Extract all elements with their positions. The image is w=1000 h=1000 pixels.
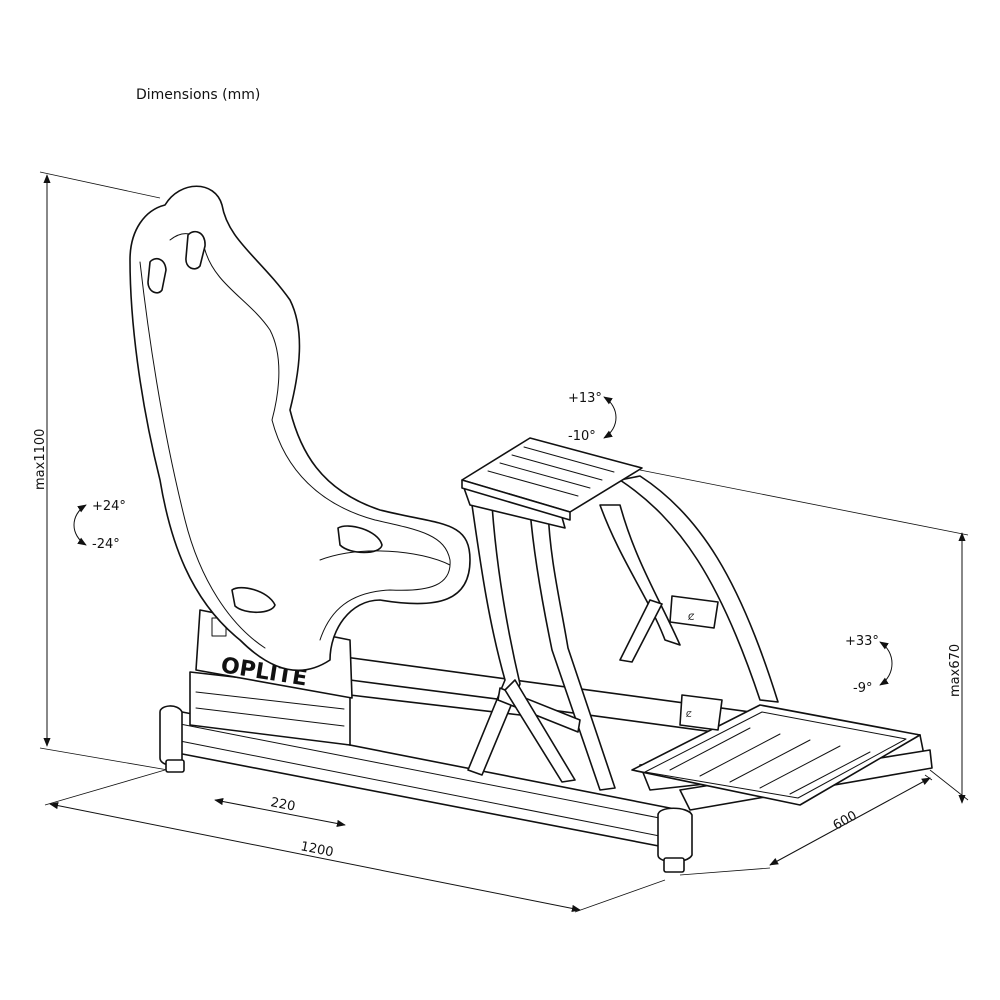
width-extension-back — [924, 774, 933, 781]
length-label: 1200 — [299, 839, 334, 860]
slide-dimension-line — [214, 797, 346, 828]
pedal-angle-up-label: +33° — [845, 634, 879, 649]
wheel-height-extension-top — [639, 469, 969, 536]
length-dimension-line — [49, 802, 581, 912]
pedal-angle-arc — [879, 641, 893, 686]
seat-angle-arc — [73, 504, 87, 546]
wheel-angle-arc — [603, 396, 617, 439]
width-label: 600 — [831, 808, 860, 833]
page-title: Dimensions (mm) — [136, 87, 260, 103]
stand-bracket-logo: Ȼ — [688, 612, 695, 623]
wheel-angle-up-label: +13° — [568, 391, 602, 406]
slide-label: 220 — [269, 795, 296, 814]
wheel-angle-down-label: -10° — [568, 429, 596, 444]
height-extension-top — [39, 171, 161, 199]
wheel-mount-plate — [461, 437, 643, 521]
seat-angle-up-label: +24° — [92, 499, 126, 514]
length-extension-left — [44, 769, 166, 806]
seat-angle-down-label: -24° — [92, 537, 120, 552]
length-extension-right — [574, 879, 666, 913]
pedal-bracket-logo: Ȼ — [686, 709, 692, 719]
height-extension-bottom — [39, 747, 169, 771]
wheel-stand: Ȼ — [463, 475, 779, 791]
racing-seat — [129, 185, 471, 672]
height-max-label: max1100 — [33, 429, 48, 490]
width-dimension-line — [769, 777, 931, 866]
wheel-height-max-label: max670 — [948, 644, 963, 697]
pedal-angle-down-label: -9° — [853, 681, 872, 696]
pedal-plate: Ȼ — [631, 694, 921, 806]
width-extension-front — [679, 867, 771, 876]
